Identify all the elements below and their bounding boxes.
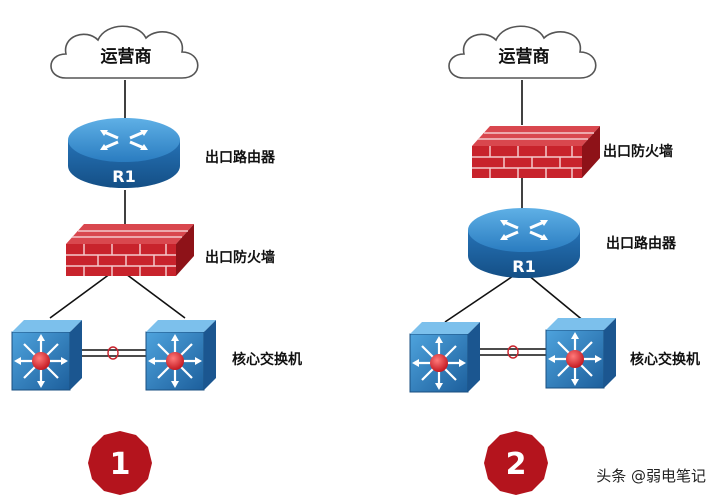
router-label: 出口路由器 [205,149,276,166]
core-switch-icon [544,316,618,390]
right-topology: 运营商 出口防火墙 R1 出口路由器 核心交换机 2 [408,25,700,495]
right-links [444,80,586,359]
number-badge: 2 [484,431,548,495]
left-topology: 运营商 R1 出口路由器 出口防火墙 核心交换机 1 [10,25,302,495]
left-links [49,80,186,360]
router-label: 出口路由器 [606,235,677,252]
firewall-icon [471,125,601,179]
cloud-label: 运营商 [101,46,152,67]
number-badge-label: 2 [506,447,527,482]
number-badge: 1 [88,431,152,495]
cloud-icon: 运营商 [448,25,597,79]
firewall-label: 出口防火墙 [603,143,673,160]
core-switch-icon [144,318,218,392]
watermark: 头条 @弱电笔记 [596,467,706,485]
firewall-icon [65,223,195,277]
firewall-label: 出口防火墙 [205,249,275,266]
router-icon: R1 [466,206,582,280]
core-switch-label: 核心交换机 [232,351,302,368]
router-name: R1 [512,257,535,276]
router-icon: R1 [66,116,182,190]
cloud-label: 运营商 [499,46,550,67]
cloud-icon: 运营商 [50,25,199,79]
core-switch-icon [10,318,84,392]
core-switch-label: 核心交换机 [630,351,700,368]
router-name: R1 [112,167,135,186]
core-switch-icon [408,320,482,394]
number-badge-label: 1 [110,447,131,482]
